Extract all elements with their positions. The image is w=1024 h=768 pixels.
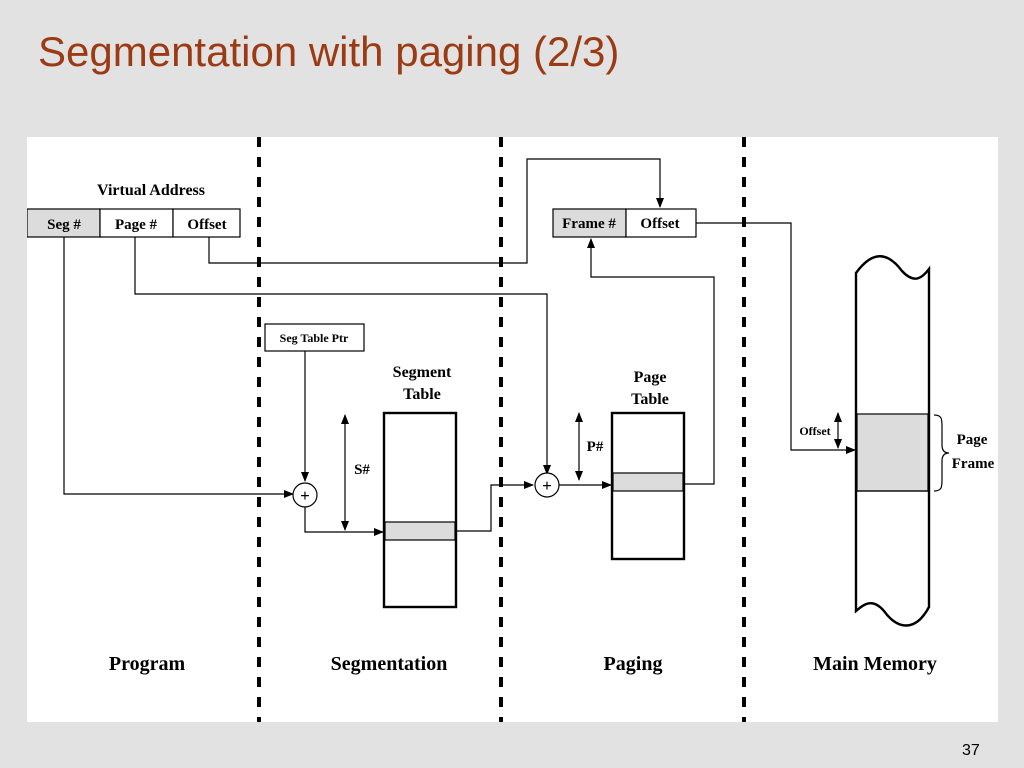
virtual-address-heading: Virtual Address (97, 182, 205, 199)
arrow-offset-to-physical (208, 158, 664, 264)
segment-table (382, 411, 458, 609)
arrow-adder-to-segment-table (304, 507, 384, 536)
diagram-canvas: Virtual Address Seg # Page # Offset Fram… (26, 137, 998, 722)
s-hash-label: S# (354, 462, 370, 478)
arrow-segment-to-page-adder (456, 481, 534, 532)
page-frame-block (856, 413, 929, 492)
segment-table-title-2: Table (403, 386, 441, 403)
frame-number-label: Frame # (562, 216, 616, 232)
section-program: Program (109, 653, 186, 675)
segment-table-entry (384, 521, 456, 541)
page-number: 37 (962, 742, 980, 759)
p-hash-label: P# (587, 439, 604, 455)
section-paging: Paging (604, 653, 663, 675)
arrow-page-table-to-frame (587, 238, 715, 485)
arrow-seg-to-adder (63, 237, 294, 498)
seg-number-label: Seg # (47, 217, 81, 233)
diagram-svg: Virtual Address Seg # Page # Offset Fram… (26, 137, 995, 722)
page-table-title-1: Page (634, 369, 667, 386)
section-main-memory: Main Memory (813, 653, 937, 675)
page-table-entry (612, 472, 684, 492)
seg-table-ptr-label: Seg Table Ptr (280, 331, 349, 345)
page-number-label: Page # (115, 217, 158, 233)
segment-table-title-1: Segment (393, 364, 452, 381)
page-table-title-2: Table (631, 391, 669, 408)
segment-adder-symbol: + (300, 486, 310, 505)
seg-table-ptr-box (264, 323, 365, 352)
arrow-offset-to-memory (696, 222, 856, 454)
offset-field (172, 208, 241, 238)
arrow-page-to-adder (134, 237, 551, 475)
physical-offset-label: Offset (640, 216, 679, 232)
page-frame-label-1: Page (957, 432, 988, 448)
page-frame-brace (933, 414, 950, 492)
memory-offset-label: Offset (799, 424, 830, 438)
page-number-field (99, 208, 174, 238)
offset-label: Offset (187, 217, 226, 233)
page-frame-label-2: Frame (952, 456, 995, 472)
page-adder-symbol: + (542, 476, 552, 495)
slide-title: Segmentation with paging (2/3) (38, 28, 620, 75)
section-segmentation: Segmentation (331, 653, 448, 675)
